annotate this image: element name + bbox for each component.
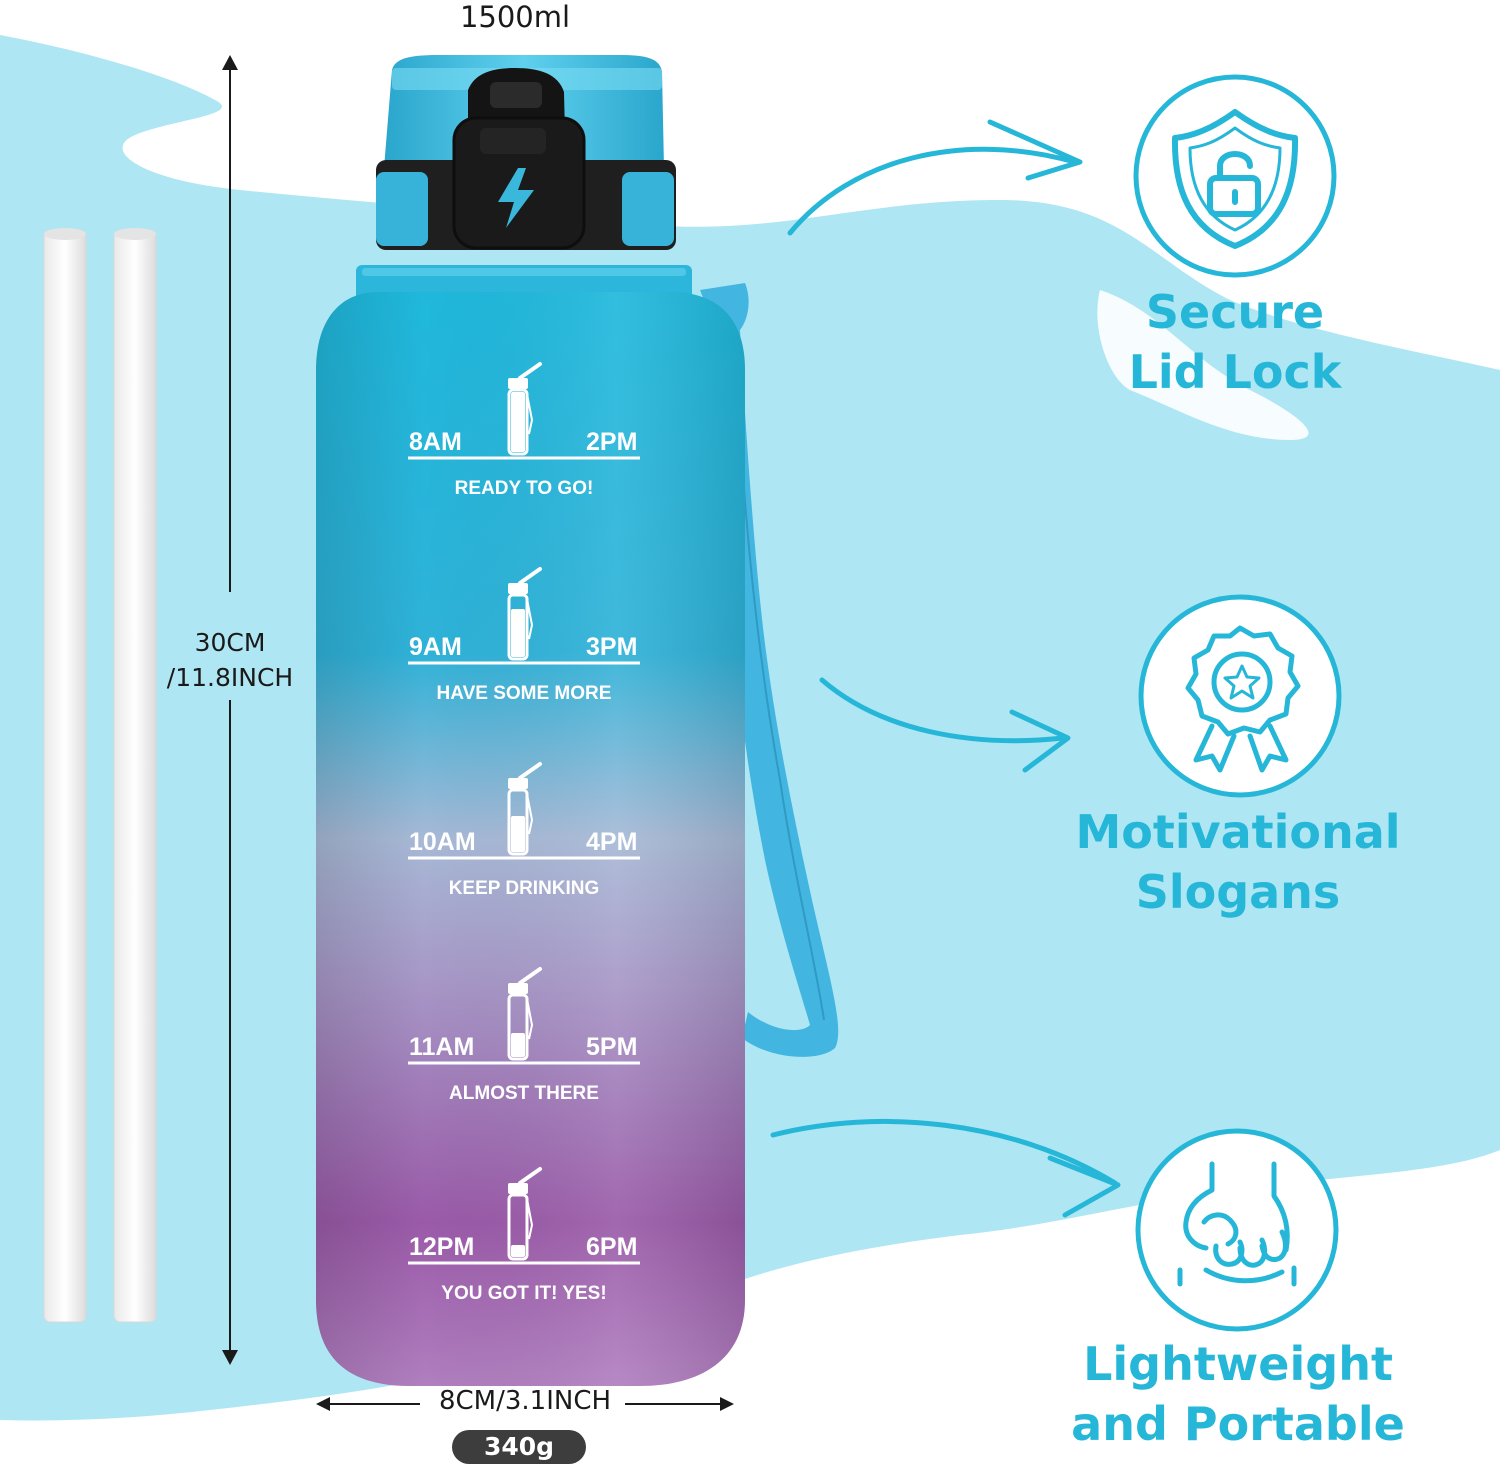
marker-start-time: 10AM: [409, 828, 476, 856]
time-markers: [408, 362, 640, 1265]
secure-lid-lock-badge: [1133, 74, 1337, 278]
marker-slogan: READY TO GO!: [454, 478, 594, 499]
feature-motivational-slogans: Motivational Slogans: [1018, 802, 1458, 922]
feature-arrows: [770, 119, 1121, 1218]
arrow-to-secure-lid: [787, 146, 1078, 236]
marker-start-time: 8AM: [409, 428, 462, 456]
straw: [43, 229, 87, 1323]
replacement-straws: [43, 228, 157, 1323]
marker-slogan: KEEP DRINKING: [448, 878, 600, 899]
capacity-label: 1500ml: [459, 0, 571, 34]
mini-bottle-icon: [507, 762, 542, 856]
marker-end-time: 2PM: [586, 428, 638, 456]
marker-slogan: ALMOST THERE: [449, 1083, 599, 1104]
feature-title-line2: and Portable: [1071, 1397, 1405, 1451]
mini-bottle-icon: [507, 567, 542, 661]
feature-title-line1: Lightweight: [1083, 1337, 1393, 1391]
mini-bottle-icon: [507, 967, 542, 1061]
arrow-to-motivational-slogans: [819, 677, 1066, 744]
hand-grip-icon: [1177, 1161, 1297, 1287]
feature-secure-lid-lock: Secure Lid Lock: [1015, 282, 1455, 402]
water-bottle: [316, 55, 745, 1386]
feature-title-line2: Slogans: [1135, 865, 1341, 919]
marker-slogan: YOU GOT IT! YES!: [441, 1283, 607, 1304]
weight-badge: 340g: [452, 1430, 586, 1464]
marker-end-time: 5PM: [586, 1033, 638, 1061]
lightning-bolt-icon: [498, 168, 534, 228]
lightweight-portable-badge: [1135, 1128, 1339, 1332]
arrow-to-lightweight: [770, 1118, 1118, 1186]
mini-bottle-icon: [507, 362, 542, 456]
feature-lightweight-portable: Lightweight and Portable: [1018, 1334, 1458, 1454]
motivational-slogans-badge: [1138, 594, 1342, 798]
marker-end-time: 3PM: [586, 633, 638, 661]
feature-title-line1: Secure: [1145, 285, 1325, 339]
marker-end-time: 6PM: [586, 1233, 638, 1261]
shield-lock-icon: [1171, 109, 1299, 249]
marker-start-time: 9AM: [409, 633, 462, 661]
height-inch: /11.8INCH: [166, 663, 294, 692]
marker-slogan: HAVE SOME MORE: [436, 683, 612, 704]
height-dimension-line: [222, 55, 238, 1365]
straw: [113, 229, 157, 1323]
height-dimension-label: 30CM /11.8INCH: [155, 625, 305, 695]
marker-start-time: 11AM: [409, 1033, 475, 1061]
feature-title-line1: Motivational: [1075, 805, 1401, 859]
mini-bottle-icon: [507, 1167, 542, 1261]
award-badge-icon: [1185, 625, 1301, 773]
width-dimension-line: [316, 1397, 734, 1411]
marker-start-time: 12PM: [409, 1233, 475, 1261]
width-dimension-label: 8CM/3.1INCH: [438, 1386, 612, 1416]
height-cm: 30CM: [194, 628, 266, 657]
bottle-lid: [376, 55, 676, 250]
marker-end-time: 4PM: [586, 828, 638, 856]
feature-title-line2: Lid Lock: [1128, 345, 1342, 399]
